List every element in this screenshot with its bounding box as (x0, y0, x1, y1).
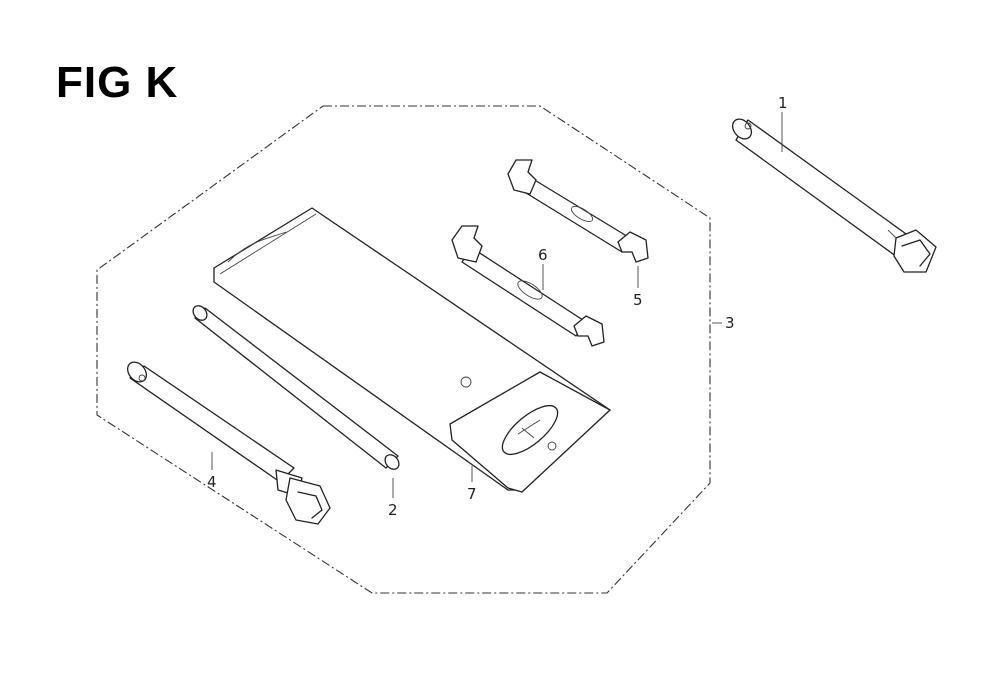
part-6-open-end-wrench (451, 225, 605, 347)
part-1-box-wrench (731, 118, 937, 273)
figure-title: FIG K (56, 58, 179, 107)
part-4-plug-wrench (126, 361, 331, 525)
callout-7: 7 (467, 485, 477, 503)
tool-kit-boundary (96, 105, 711, 594)
part-7-tool-pouch (213, 207, 611, 493)
callout-3: 3 (725, 314, 735, 332)
callout-2: 2 (388, 501, 398, 519)
callout-6: 6 (538, 246, 548, 264)
callout-1: 1 (778, 94, 788, 112)
leader-lines (211, 112, 783, 498)
part-2-handle-bar (192, 305, 400, 470)
part-5-open-end-wrench (507, 159, 649, 263)
callout-5: 5 (633, 291, 643, 309)
callout-4: 4 (207, 473, 217, 491)
